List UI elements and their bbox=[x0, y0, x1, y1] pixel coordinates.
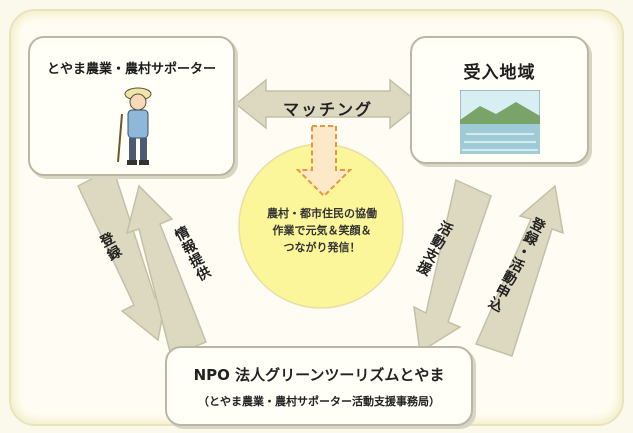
circle-line: つながり発信！ bbox=[283, 241, 361, 254]
arrow-katsudo-shien bbox=[413, 178, 492, 354]
arrow-joho bbox=[125, 184, 207, 358]
npo-title: NPO 法人グリーンツーリズムとやま bbox=[193, 366, 445, 384]
circle-line: 作業で元気＆笑顔＆ bbox=[272, 224, 372, 237]
dashed-down-arrow bbox=[295, 125, 353, 198]
matching-label: マッチング bbox=[282, 100, 373, 119]
npo-subtitle: （とやま農業・農村サポーター活動支援事務局） bbox=[198, 395, 440, 408]
circle-line: 農村・都市住民の協働 bbox=[267, 207, 377, 220]
host-area-title: 受入地域 bbox=[463, 63, 536, 83]
supporter-box: とやま農業・農村サポーター bbox=[28, 36, 235, 176]
npo-box: NPO 法人グリーンツーリズムとやま （とやま農業・農村サポーター活動支援事務局… bbox=[165, 346, 473, 426]
host-area-box: 受入地域 bbox=[410, 36, 589, 164]
supporter-title: とやま農業・農村サポーター bbox=[46, 62, 216, 77]
arrow-toroku-moushikomi bbox=[474, 184, 564, 357]
farmer-illustration bbox=[117, 87, 152, 165]
circle-text: 農村・都市住民の協働 作業で元気＆笑顔＆ つながり発信！ bbox=[252, 205, 392, 256]
rice-field-illustration bbox=[460, 90, 540, 154]
